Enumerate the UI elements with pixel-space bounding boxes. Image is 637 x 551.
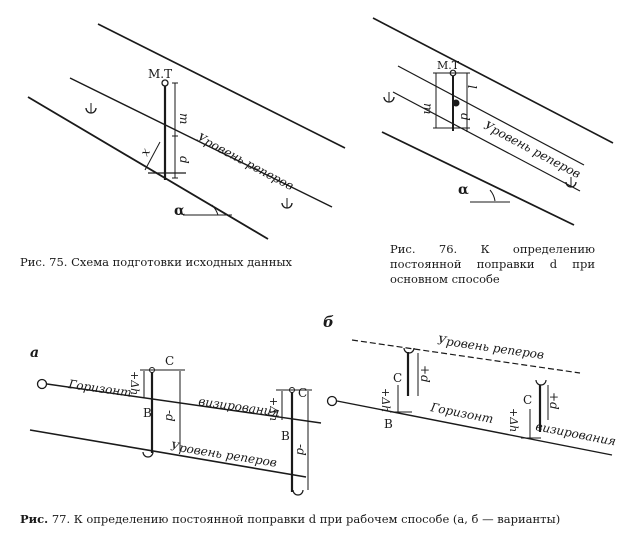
figure-75: М.Т m d x Уровень реперов α — [27, 23, 346, 240]
fig75-point — [161, 79, 169, 87]
fig76-upper-line — [372, 17, 614, 144]
figure-75-caption: Рис. 75. Схема подготовки исходных данны… — [20, 255, 292, 269]
fig77b-horizon-label: Горизонт — [428, 400, 494, 426]
fig77b-d-left: +d — [418, 365, 432, 383]
fig77a-level-label: Уровень реперов — [170, 439, 278, 470]
fig77a-horizon-label: Горизонт — [67, 377, 133, 400]
fig77b-delta-h-right: +Δh — [507, 408, 520, 432]
fig77a-benchmark-left — [142, 451, 154, 458]
fig77b-point-c: C — [393, 371, 402, 385]
figure-77b: б C B +Δh +d C +Δh +d Уровень реперов Го… — [323, 313, 617, 456]
figure-76-caption: Рис. 76. К определению постоянной поправ… — [390, 242, 595, 286]
fig77a-delta-h: +Δh — [128, 371, 141, 395]
fig77b-d-right: +d — [547, 392, 561, 410]
fig77b-point-c-right: C — [523, 393, 532, 407]
fig77b-benchmark-right — [535, 379, 547, 386]
fig77a-d-left: -d — [163, 410, 177, 422]
fig77b-sighting-label: визирования — [534, 419, 617, 448]
fig77b-level-line — [351, 339, 581, 374]
fig77a-point-c: C — [165, 354, 174, 368]
fig77a-benchmark-right — [292, 489, 304, 496]
fig76-angle-label: α — [458, 182, 469, 198]
fig77b-marker: б — [323, 313, 334, 331]
figure-76: М.Т m l d Уровень реперов α — [372, 17, 614, 226]
fig77b-level-label: Уровень реперов — [437, 333, 545, 362]
figure-77-caption-label: Рис. — [20, 512, 49, 526]
fig77a-point-b-right: B — [281, 429, 290, 443]
figure-77-caption-text: 77. К определению постоянной поправки d … — [51, 512, 561, 526]
fig75-upper-line — [97, 23, 346, 149]
fig77a-horizon-line — [46, 383, 322, 424]
fig76-d-label: d — [458, 113, 472, 121]
fig77a-marker: а — [30, 345, 39, 361]
fig75-d-label: d — [177, 156, 191, 164]
fig77b-horizon-line — [336, 400, 613, 456]
fig77b-instrument-icon — [326, 395, 338, 407]
fig75-m-label: m — [177, 113, 191, 124]
fig75-x-label: x — [137, 145, 153, 158]
fig77a-point-b: B — [143, 406, 152, 420]
fig77a-delta-h-right: +Δh — [267, 397, 280, 421]
fig77b-delta-h: +Δh — [379, 388, 392, 412]
fig76-l-label: l — [465, 85, 479, 89]
fig75-angle-label: α — [174, 203, 185, 219]
fig75-level-label: Уровень реперов — [195, 130, 296, 193]
fig76-middle-line — [397, 65, 585, 166]
fig77a-level-line — [29, 429, 307, 478]
fig76-level-line — [392, 91, 581, 192]
figure-77a: а C B +Δh -d C B +Δh -d Горизонт визиров… — [29, 345, 322, 496]
fig76-level-label: Уровень реперов — [482, 118, 583, 181]
fig77a-instrument-icon — [36, 378, 48, 390]
figure-77-caption: Рис. 77. К определению постоянной поправ… — [20, 512, 620, 527]
fig77a-d-right: -d — [294, 444, 308, 456]
fig77b-point-b: B — [384, 417, 393, 431]
fig75-lower-line — [27, 96, 269, 240]
fig75-point-label: М.Т — [148, 67, 172, 81]
fig75-middle-line — [69, 77, 333, 208]
fig76-point-label: М.Т — [437, 59, 460, 72]
fig76-m-label: m — [421, 103, 435, 114]
fig77a-point-c-right: C — [298, 386, 307, 400]
fig76-lower-line — [381, 131, 575, 226]
